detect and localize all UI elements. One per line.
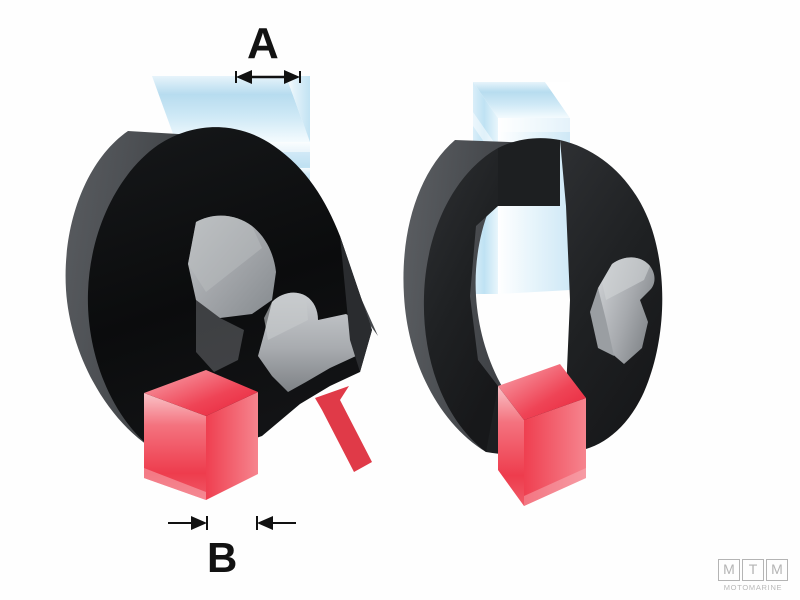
watermark-letter-t: T	[742, 559, 764, 581]
dim-a-arrowhead-right	[284, 70, 300, 84]
glass-top-sheen-right	[498, 118, 570, 132]
watermark-letter-m1: M	[718, 559, 740, 581]
inner-lip-highlight	[602, 257, 650, 300]
dimension-label-a: A	[247, 19, 279, 68]
dim-b-arrowhead-left	[191, 516, 207, 530]
dim-b-arrowhead-right	[257, 516, 273, 530]
insert-side-face-right	[524, 398, 586, 506]
glass-end-face	[286, 76, 310, 142]
insert-side-face	[206, 392, 258, 500]
watermark: M T M MOTOMARINE	[712, 559, 794, 592]
right-insert-panel	[498, 364, 586, 506]
left-insert-panel	[144, 370, 258, 500]
right-seal-assembly	[403, 82, 663, 506]
watermark-logo-row: M T M	[712, 559, 794, 581]
left-rubber-cross-section	[87, 127, 372, 453]
insert-front-face	[144, 393, 206, 500]
dim-a-arrowhead-left	[236, 70, 252, 84]
left-seal-assembly	[65, 76, 378, 500]
glass-top-face	[152, 76, 310, 142]
insert-bottom-highlight-right	[524, 468, 586, 506]
cross-section-left-arm	[423, 148, 498, 452]
watermark-caption: MOTOMARINE	[723, 583, 783, 592]
insert-front-face-right	[498, 386, 524, 506]
upper-cavity-highlight	[188, 215, 262, 292]
glass-corner-highlight-right	[545, 82, 570, 118]
arrow-shape	[315, 386, 372, 472]
dimension-a-arrow	[235, 70, 301, 84]
dimension-label-b: B	[207, 534, 238, 581]
insert-top-face-right	[498, 364, 586, 420]
glass-top-face-right	[473, 82, 570, 118]
insert-top-face	[144, 370, 258, 416]
red-pointer-arrow	[315, 386, 372, 472]
insert-bottom-highlight	[144, 468, 206, 500]
lower-inner-wall	[196, 300, 244, 372]
sealing-channel-highlight	[264, 292, 308, 340]
inner-lip-shadow	[590, 288, 614, 356]
watermark-letter-m2: M	[766, 559, 788, 581]
tip-edge	[340, 236, 372, 372]
dimension-b-arrow	[168, 516, 296, 530]
cross-section-top-bridge	[498, 138, 560, 206]
